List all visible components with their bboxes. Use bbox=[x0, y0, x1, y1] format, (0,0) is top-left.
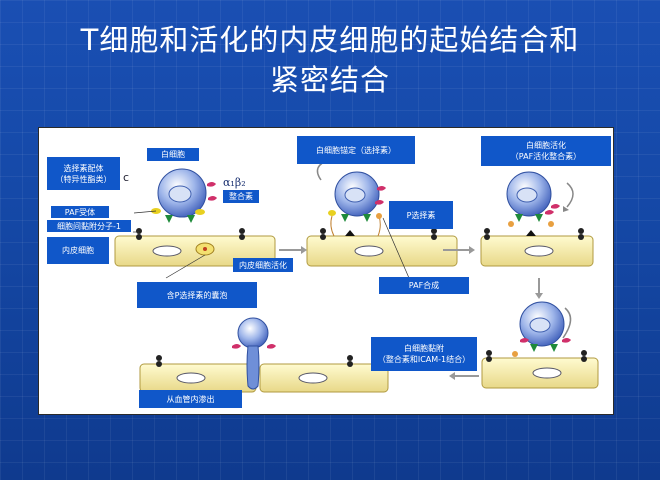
slide-title-line-1: T细胞和活化的内皮细胞的起始结合和 bbox=[80, 23, 580, 57]
stage-5-transmigration bbox=[139, 317, 389, 393]
label-p-selectin: P选择素 bbox=[389, 201, 453, 229]
label-paf-synthesis: PAF合成 bbox=[379, 277, 469, 294]
label-selectin-ligand-line-1: 选择素配体 bbox=[63, 163, 104, 173]
stage-3-activation bbox=[480, 171, 594, 267]
label-letter-c: c bbox=[123, 171, 130, 184]
label-leukocyte-activation-line-1: 白细胞活化 bbox=[526, 141, 566, 150]
diagram-drawing bbox=[114, 157, 599, 393]
label-selectin-ligand-line-2: （特异性酯类） bbox=[55, 174, 112, 184]
label-p-selectin-vesicle: 含P选择素的囊泡 bbox=[137, 282, 257, 308]
paf-receptor-shape bbox=[165, 215, 173, 223]
stage-4-adhesion bbox=[481, 301, 599, 389]
label-integrin: 整合素 bbox=[223, 190, 259, 203]
label-leukocyte-adhesion-line-1: 白细胞黏附 bbox=[404, 344, 444, 353]
integrin-shape bbox=[207, 182, 216, 187]
label-paf-receptor: PAF受体 bbox=[51, 206, 109, 218]
label-endothelial-cell: 内皮细胞 bbox=[47, 237, 109, 264]
endothelial-nucleus bbox=[152, 245, 182, 257]
stage-2-anchoring bbox=[306, 157, 458, 279]
label-icam1: 细胞间黏附分子-1 bbox=[47, 220, 131, 232]
label-transmigration: 从血管内渗出 bbox=[139, 390, 242, 408]
label-leukocyte-adhesion: 白细胞黏附 （整合素和ICAM-1结合） bbox=[371, 337, 477, 371]
integrin-symbol: α₁β₂ bbox=[223, 176, 246, 189]
label-leukocyte: 白细胞 bbox=[147, 148, 199, 161]
label-leukocyte-adhesion-line-2: （整合素和ICAM-1结合） bbox=[377, 355, 471, 364]
label-leukocyte-anchoring: 白细胞锚定（选择素） bbox=[297, 136, 415, 164]
label-leukocyte-activation: 白细胞活化 （PAF活化整合素） bbox=[481, 136, 611, 166]
label-endothelial-activation: 内皮细胞活化 bbox=[233, 258, 293, 272]
slide-title-line-2: 紧密结合 bbox=[269, 63, 390, 97]
label-leukocyte-activation-line-2: （PAF活化整合素） bbox=[510, 152, 582, 161]
label-selectin-ligand: 选择素配体 （特异性酯类） bbox=[47, 157, 120, 190]
diagram-panel: 白细胞 选择素配体 （特异性酯类） c α₁β₂ 整合素 PAF受体 细胞间黏附… bbox=[38, 127, 614, 415]
icam-markers bbox=[136, 228, 245, 240]
